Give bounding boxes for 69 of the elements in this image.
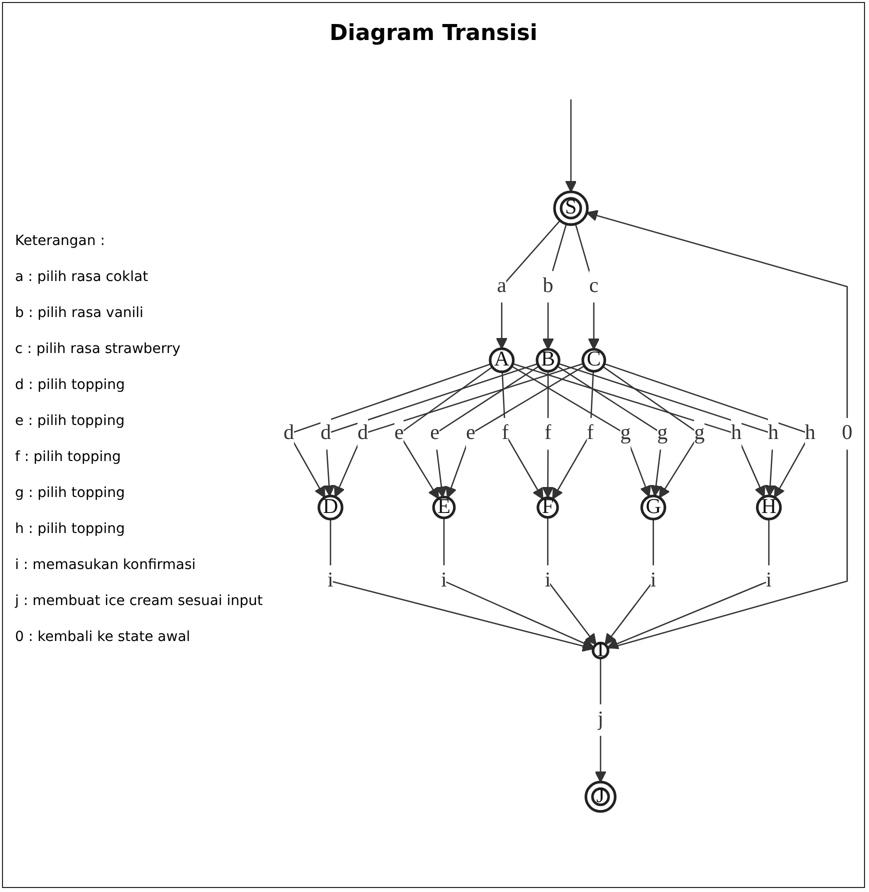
node-circle: J — [584, 780, 617, 813]
edge-label: g — [657, 422, 668, 444]
edge-label: f — [502, 422, 509, 444]
edge-label: f — [544, 422, 552, 444]
legend-note: g : pilih topping — [15, 485, 125, 501]
edge-label: d — [357, 422, 368, 444]
edge-label: h — [731, 422, 742, 444]
edge-label: i — [441, 569, 447, 592]
legend-note: 0 : kembali ke state awal — [15, 629, 190, 645]
arrow — [594, 658, 606, 783]
node-circle: B — [536, 348, 560, 373]
arrow — [443, 518, 594, 649]
node-circle: S — [553, 190, 589, 226]
edge-label: g — [620, 422, 631, 444]
arrow — [586, 210, 848, 650]
edge-label: i — [328, 569, 334, 592]
legend-note: e : pilih topping — [15, 413, 125, 429]
edge-label: e — [430, 422, 440, 444]
edge-label: i — [766, 569, 772, 592]
edge-label: i — [544, 569, 551, 592]
legend-note: h : pilih topping — [15, 521, 125, 537]
edge-label: g — [694, 422, 705, 444]
edge-label: b — [542, 274, 554, 298]
edge-label: j — [598, 708, 604, 731]
edge-label: i — [650, 569, 656, 592]
edge-label: e — [394, 422, 404, 444]
edge-label: f — [586, 422, 594, 444]
arrow — [446, 365, 585, 498]
edge-label: c — [589, 274, 598, 298]
arrow — [542, 371, 554, 498]
arrow — [565, 99, 577, 192]
diagram-title: Diagram Transisi — [330, 21, 538, 46]
legend-note: f : pilih topping — [15, 449, 121, 465]
node-circle: D — [318, 494, 344, 520]
arrow — [334, 362, 584, 498]
node-circle: F — [536, 496, 559, 519]
legend-note: d : pilih topping — [15, 377, 125, 393]
legend-note: i : memasukan konfirmasi — [15, 557, 196, 573]
arrow — [496, 220, 561, 350]
edge-label: h — [768, 422, 779, 444]
edge-label: 0 — [842, 422, 852, 444]
arrow — [511, 366, 651, 498]
legend-note: j : membuat ice cream sesuai input — [15, 593, 263, 609]
arrow — [606, 519, 770, 650]
node-circle: E — [432, 496, 456, 520]
node-circle: G — [640, 494, 666, 520]
edge-label: d — [284, 422, 294, 444]
legend-note: Keterangan : — [15, 233, 105, 249]
node-circle: A — [488, 347, 515, 374]
edge-label: e — [466, 422, 476, 444]
edge-label: d — [320, 422, 332, 444]
arrow — [502, 372, 544, 500]
edge-label: h — [804, 422, 816, 444]
arrow — [434, 366, 540, 498]
arrow — [574, 224, 600, 350]
node-circle: C — [581, 348, 606, 373]
arrow — [556, 366, 664, 496]
arrow — [558, 363, 776, 496]
arrow — [512, 363, 766, 498]
arrow — [542, 224, 567, 350]
node-circle: H — [756, 494, 782, 520]
legend-note: c : pilih rasa strawberry — [15, 341, 180, 357]
arrow — [552, 371, 594, 500]
legend-note: b : pilih rasa vanili — [15, 305, 144, 321]
arrow — [330, 519, 594, 652]
node-circle: I — [592, 642, 610, 660]
arrow — [323, 363, 538, 496]
legend-note: a : pilih rasa coklat — [15, 269, 148, 285]
edge-label: a — [497, 274, 506, 298]
